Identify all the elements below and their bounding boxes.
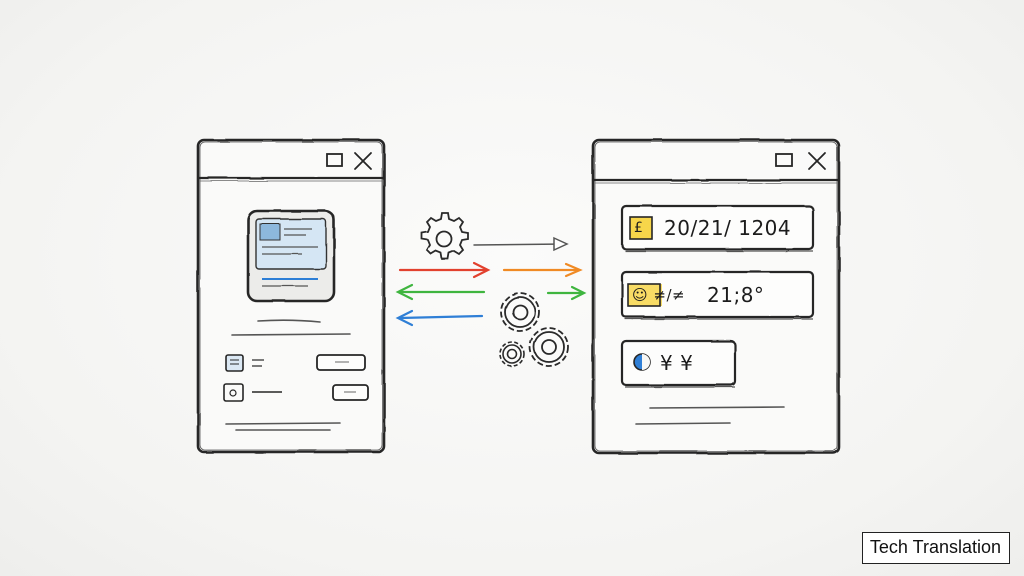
gear-icon: [499, 341, 525, 367]
source-button-2[interactable]: [332, 384, 369, 401]
field-2-icon-glyph: ☺ ≠/≠: [632, 286, 686, 304]
weather-icon: [627, 283, 661, 307]
field-1-icon-glyph: £: [634, 220, 644, 236]
document-preview: [246, 209, 336, 303]
window-maximize-icon[interactable]: [326, 153, 343, 167]
source-row-1: [225, 354, 264, 372]
currency-icon: [629, 216, 653, 240]
target-text-lines: [635, 406, 785, 425]
source-button-1[interactable]: [316, 354, 366, 371]
window-close-icon[interactable]: [354, 152, 372, 170]
target-field-2[interactable]: [620, 270, 815, 320]
arrow-right-icon: [502, 262, 583, 278]
source-row-2: [223, 383, 282, 402]
globe-icon-shade: [642, 354, 650, 370]
window-close-icon[interactable]: [808, 152, 826, 170]
field-1-value: 20/21/ 1204: [664, 216, 792, 240]
highlight-mark: [628, 284, 662, 306]
arrow-right-icon: [398, 261, 491, 279]
arrow-left-icon: [395, 309, 484, 327]
window-maximize-icon[interactable]: [775, 153, 793, 167]
field-3-value: ¥ ¥: [660, 351, 694, 375]
target-field-1[interactable]: [620, 204, 815, 252]
source-text-lines: [225, 319, 351, 431]
target-field-3[interactable]: [620, 339, 737, 388]
gear-icon: [529, 327, 569, 367]
arrow-right-icon: [473, 236, 569, 252]
gear-icon: [500, 292, 540, 332]
gear-icon: [421, 212, 469, 260]
arrow-right-icon: [546, 285, 587, 301]
caption-badge: Tech Translation: [861, 532, 1010, 564]
field-2-value: 21;8°: [707, 283, 765, 307]
arrow-left-icon: [395, 283, 486, 301]
